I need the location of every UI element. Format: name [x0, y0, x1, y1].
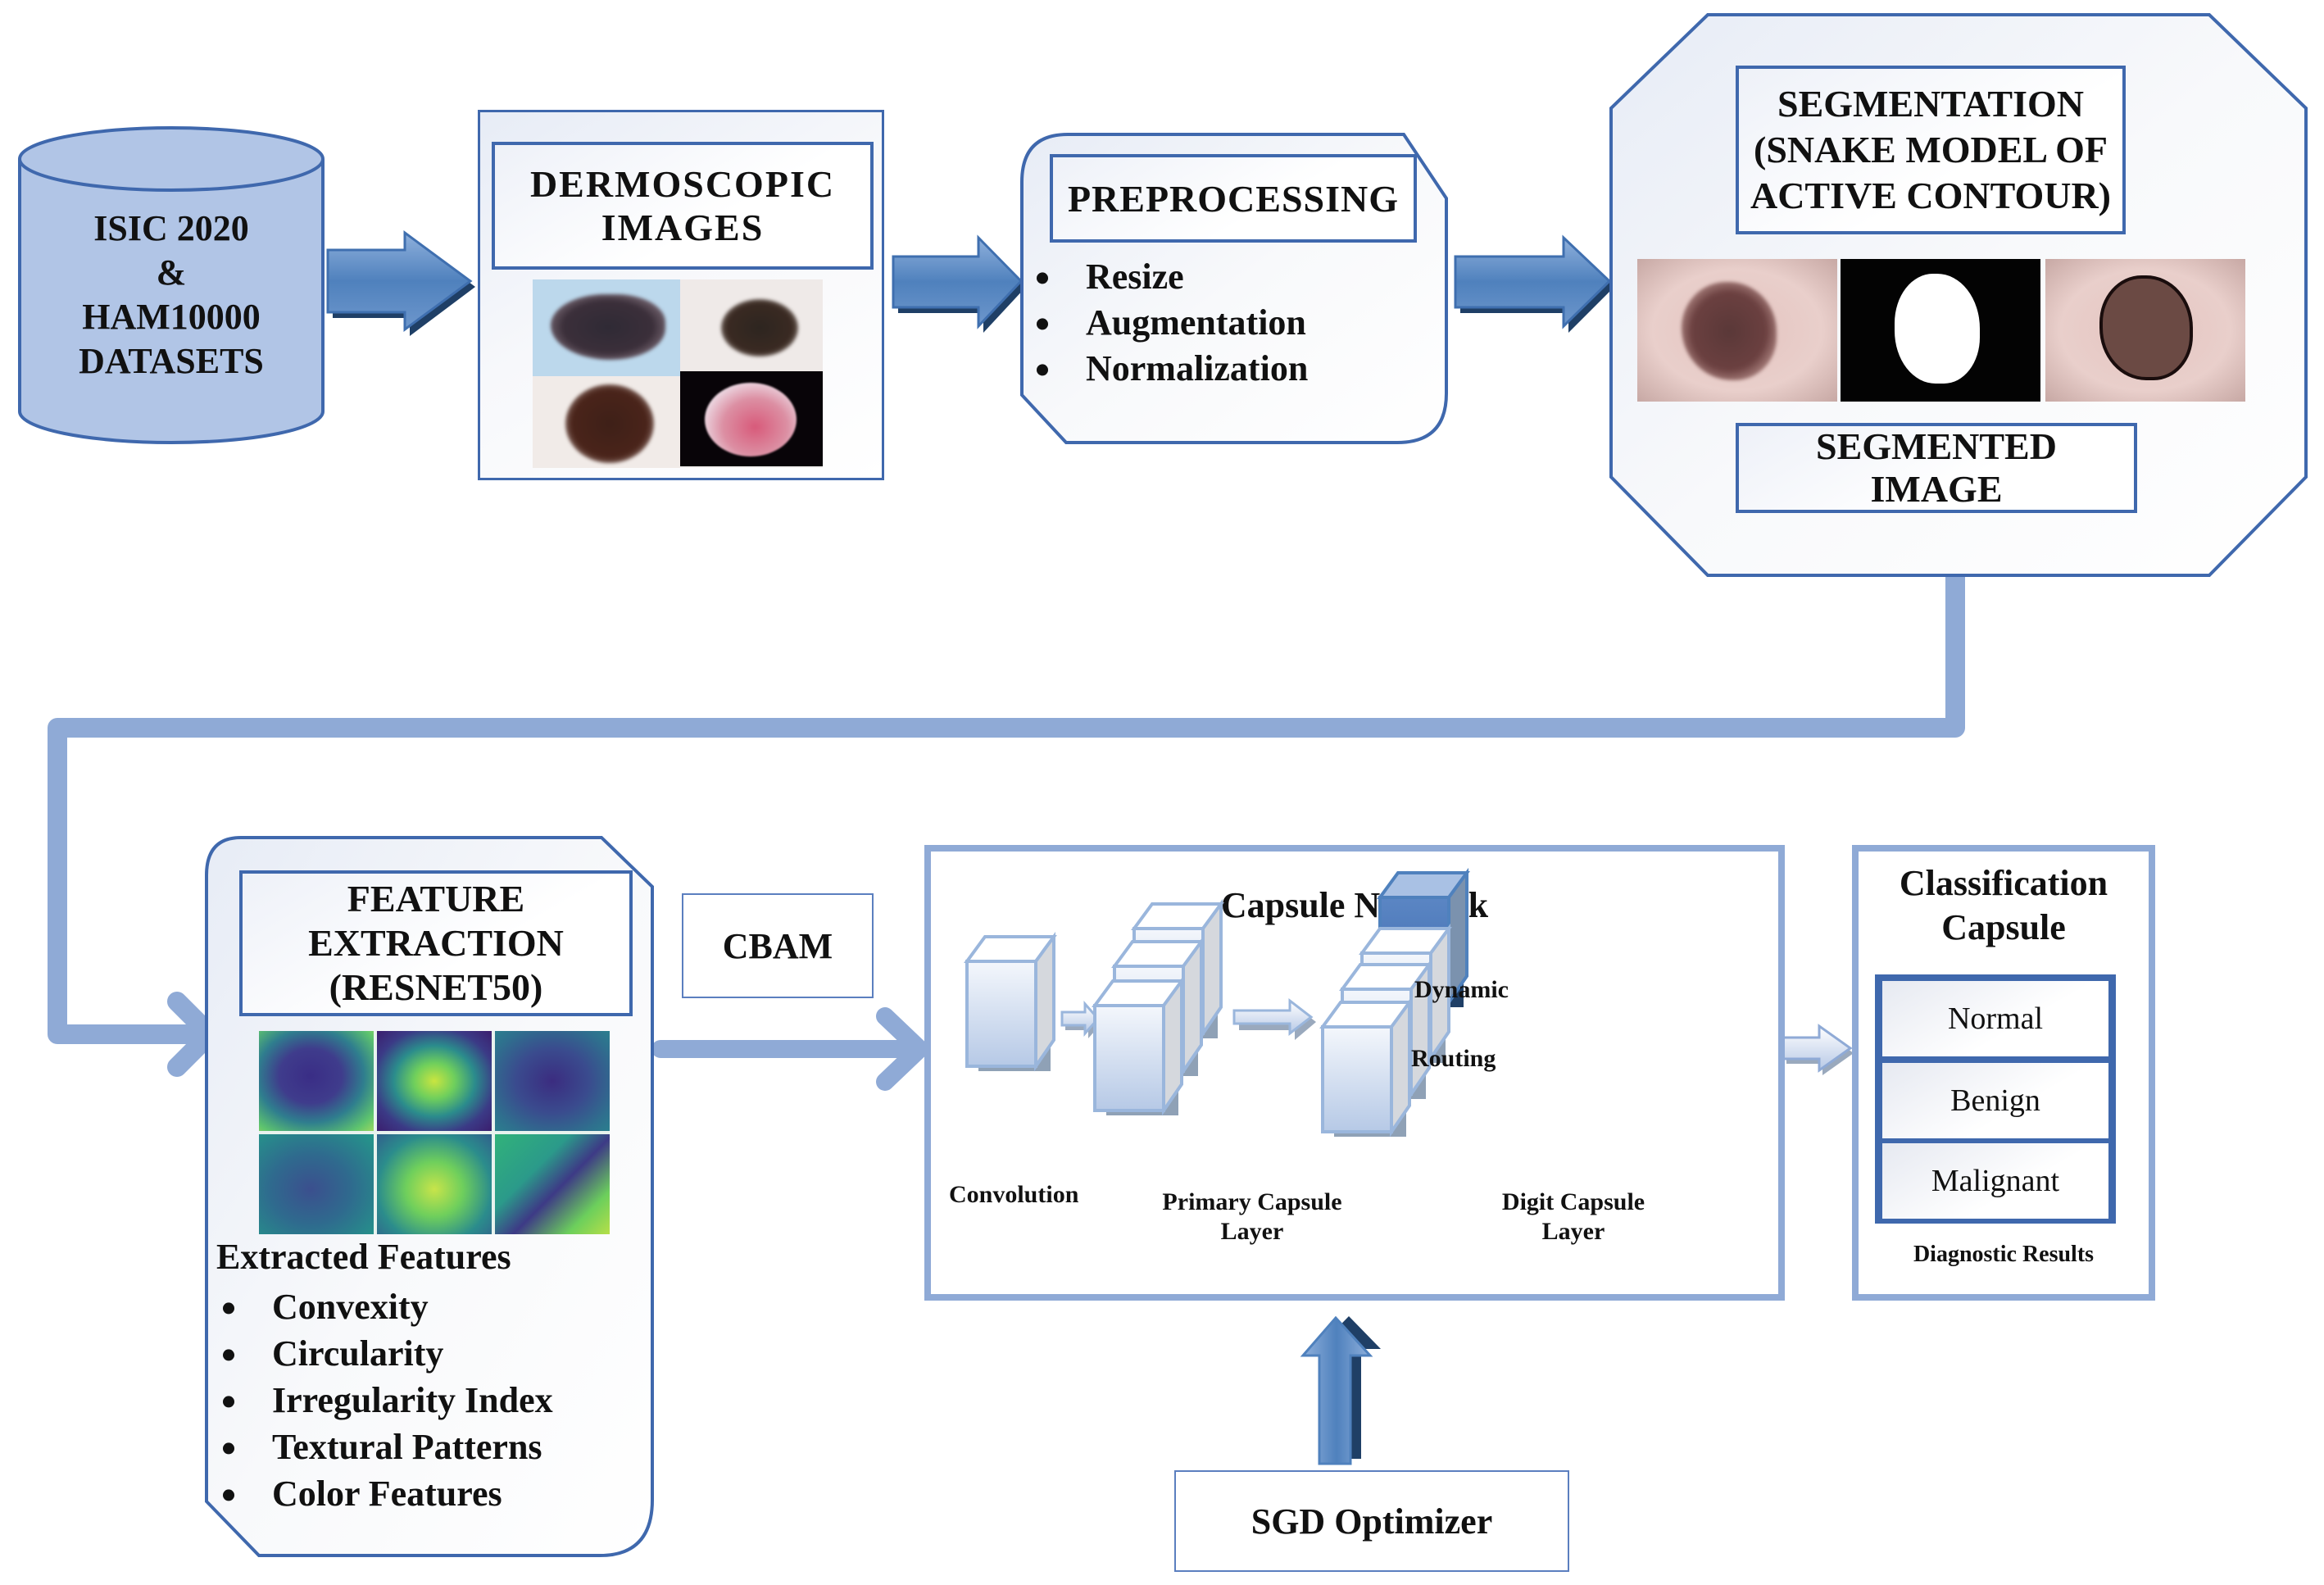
preprocessing-panel: PREPROCESSING Resize Augmentation Normal… — [1019, 131, 1450, 446]
digit-capsule-label: Digit Capsule Layer — [1475, 1188, 1672, 1247]
digit-capsule-cubes — [1319, 867, 1470, 1138]
digit-capsule-label-line-1: Digit Capsule — [1501, 1188, 1645, 1215]
arrow-features-to-capsule — [651, 1007, 928, 1091]
preprocessing-step: Augmentation — [1030, 300, 1308, 346]
feature-map-2 — [377, 1031, 492, 1131]
dermoscopic-title-line-1: DERMOSCOPIC — [529, 163, 836, 205]
feature-extraction-title-line-3: (RESNET50) — [329, 966, 543, 1008]
convolution-label: Convolution — [949, 1181, 1079, 1208]
dataset-line-4: DATASETS — [79, 341, 264, 381]
feature-item: Color Features — [216, 1470, 553, 1517]
arrow-dataset-to-dermoscopic — [326, 230, 475, 336]
feature-extraction-title-box: FEATURE EXTRACTION (RESNET50) — [239, 870, 633, 1016]
capsule-network-panel: Capsule Network — [924, 845, 1785, 1301]
primary-capsule-label: Primary Capsule Layer — [1146, 1188, 1359, 1247]
feature-map-3 — [495, 1031, 610, 1131]
convolution-cube — [964, 931, 1057, 1072]
primary-capsule-label-line-2: Layer — [1220, 1218, 1284, 1245]
extracted-features-list: Convexity Circularity Irregularity Index… — [216, 1283, 553, 1517]
classification-panel: Classification Capsule Normal Benign Mal… — [1852, 845, 2155, 1301]
feature-map-4 — [259, 1134, 374, 1234]
preprocessing-step: Normalization — [1030, 346, 1308, 392]
routing-label-line-2: Routing — [1411, 1045, 1496, 1072]
feature-map-5 — [377, 1134, 492, 1234]
cbam-label: CBAM — [722, 925, 833, 966]
class-label: Normal — [1947, 1001, 2044, 1036]
class-label: Malignant — [1931, 1164, 2060, 1198]
dermoscopic-title-box: DERMOSCOPIC IMAGES — [492, 142, 874, 270]
segmented-image-line-2: IMAGE — [1870, 468, 2003, 510]
capsule-network-graphic — [964, 867, 1470, 1138]
dataset-cylinder: ISIC 2020 & HAM10000 DATASETS — [16, 125, 326, 446]
class-list: Normal Benign Malignant — [1875, 974, 2116, 1224]
segmentation-title-box: SEGMENTATION (SNAKE MODEL OF ACTIVE CONT… — [1736, 66, 2126, 234]
feature-item: Convexity — [216, 1283, 553, 1330]
arrow-optimizer-to-capsule — [1300, 1315, 1381, 1465]
segmentation-mask-image — [1841, 259, 2040, 402]
arrow-capsule-to-classification — [1782, 1024, 1854, 1075]
dermoscopic-image-grid — [533, 279, 823, 468]
lesion-thumbnail-3 — [533, 376, 680, 468]
segmentation-title-line-1: SEGMENTATION — [1777, 83, 2085, 125]
feature-map-grid — [259, 1031, 610, 1234]
feature-extraction-title-line-2: EXTRACTION — [308, 922, 564, 964]
classification-title-line-1: Classification — [1899, 863, 2108, 903]
segmented-image-line-1: SEGMENTED — [1816, 425, 2057, 467]
feature-item: Textural Patterns — [216, 1424, 553, 1470]
diagnostic-results-label: Diagnostic Results — [1913, 1242, 2095, 1267]
feature-map-1 — [259, 1031, 374, 1131]
arrow-preprocessing-to-segmentation — [1454, 234, 1614, 333]
lesion-thumbnail-2 — [680, 279, 823, 376]
class-malignant: Malignant — [1882, 1143, 2108, 1219]
segmentation-title-line-3: ACTIVE CONTOUR) — [1750, 175, 2112, 216]
class-normal: Normal — [1882, 981, 2108, 1056]
feature-item: Irregularity Index — [216, 1377, 553, 1424]
class-label: Benign — [1950, 1083, 2040, 1118]
arrow-conv-to-primary — [1060, 1001, 1101, 1038]
dynamic-routing-arrow — [1232, 997, 1316, 1040]
segmented-image-label-box: SEGMENTED IMAGE — [1736, 423, 2137, 513]
feature-map-6 — [495, 1134, 610, 1234]
preprocessing-step: Resize — [1030, 254, 1308, 300]
lesion-thumbnail-1 — [533, 279, 680, 376]
sgd-optimizer-label: SGD Optimizer — [1251, 1501, 1493, 1542]
dataset-line-1: ISIC 2020 — [93, 208, 249, 248]
feature-extraction-title-line-1: FEATURE — [347, 878, 525, 920]
digit-capsule-label-line-2: Layer — [1541, 1218, 1605, 1245]
segmentation-contour-image — [2045, 259, 2245, 402]
dermoscopic-panel: DERMOSCOPIC IMAGES — [478, 110, 884, 480]
dataset-line-2: & — [156, 252, 187, 293]
preprocessing-title-box: PREPROCESSING — [1050, 154, 1417, 243]
classification-title-line-2: Capsule — [1941, 907, 2066, 947]
segmentation-title-line-2: (SNAKE MODEL OF — [1754, 129, 2108, 170]
dataset-line-3: HAM10000 — [82, 297, 261, 337]
primary-capsule-label-line-1: Primary Capsule — [1162, 1188, 1342, 1215]
primary-capsule-cubes — [1092, 898, 1224, 1116]
classification-title: Classification Capsule — [1859, 861, 2149, 950]
cbam-box: CBAM — [682, 893, 874, 998]
sgd-optimizer-box: SGD Optimizer — [1174, 1470, 1569, 1572]
segmentation-original-image — [1637, 259, 1837, 402]
lesion-thumbnail-4 — [680, 371, 823, 466]
preprocessing-title: PREPROCESSING — [1067, 177, 1400, 220]
feature-extraction-panel: FEATURE EXTRACTION (RESNET50) Extracted … — [202, 834, 659, 1560]
cylinder-shape — [18, 126, 325, 444]
preprocessing-steps: Resize Augmentation Normalization — [1030, 254, 1308, 392]
feature-item: Circularity — [216, 1330, 553, 1377]
routing-label-line-1: Dynamic — [1414, 976, 1509, 1003]
arrow-dermoscopic-to-preprocessing — [892, 234, 1026, 333]
dermoscopic-title-line-2: IMAGES — [601, 207, 765, 248]
extracted-features-heading: Extracted Features — [216, 1237, 511, 1277]
class-benign: Benign — [1882, 1063, 2108, 1138]
segmentation-panel: SEGMENTATION (SNAKE MODEL OF ACTIVE CONT… — [1608, 11, 2309, 579]
